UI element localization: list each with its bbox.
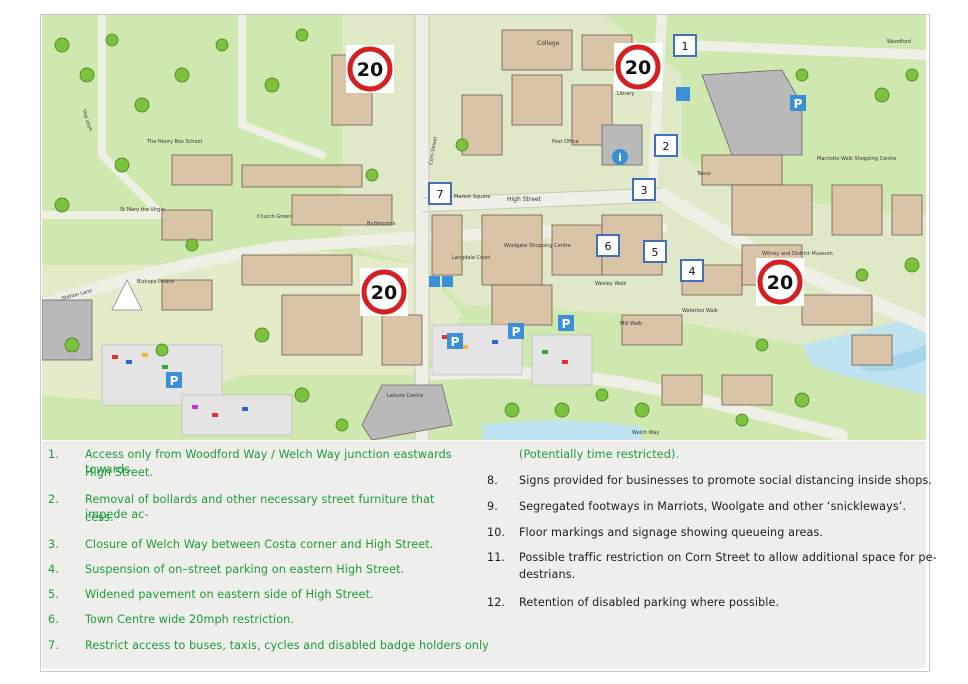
label-wesley-walk: Wesley Walk [595, 281, 626, 287]
svg-text:20: 20 [625, 57, 651, 79]
marker-2[interactable]: 2 [654, 134, 678, 157]
label-bishops-palace: Bishops Palace [137, 279, 174, 285]
svg-text:P: P [512, 325, 521, 339]
svg-text:P: P [170, 374, 179, 388]
parking-icon: P [166, 372, 182, 388]
legend-text: Segregated footways in Marriots, Woolgat… [519, 500, 907, 513]
svg-text:6: 6 [605, 240, 612, 253]
legend-text: (Potentially time restricted). [519, 448, 680, 461]
label-library: Library [617, 91, 635, 97]
label-leisure-centre: Leisure Centre [387, 393, 423, 399]
town-centre-map[interactable]: College Library Woodford The Leys The He… [42, 15, 926, 440]
label-langdale-court: Langdale Court [452, 255, 490, 261]
label-marriotts-walk: Marriotts Walk Shopping Centre [817, 156, 896, 162]
info-icon: i [612, 149, 628, 165]
legend-text-cont: cess. [85, 511, 114, 524]
legend-text: Town Centre wide 20mph restriction. [85, 613, 295, 626]
speed-limit-sign-icon: 20 [346, 45, 394, 93]
marker-5[interactable]: 5 [643, 240, 667, 263]
label-market-square: Market Square [454, 194, 490, 200]
label-woolgate: Woolgate Shopping Centre [504, 243, 571, 249]
legend-number: 3. [48, 538, 59, 551]
legend-text: Floor markings and signage showing queue… [519, 526, 824, 539]
legend-text: Closure of Welch Way between Costa corne… [85, 538, 434, 551]
parking-icon: P [447, 333, 463, 349]
label-henry-box: The Henry Box School [146, 139, 202, 145]
legend-item-2: 2. Removal of bollards and other necessa… [48, 492, 478, 524]
legend-number: 7. [48, 639, 59, 652]
marker-6[interactable]: 6 [596, 234, 620, 257]
label-waterloo-walk: Waterloo Walk [682, 308, 718, 314]
svg-text:3: 3 [641, 184, 648, 197]
svg-text:7: 7 [437, 188, 444, 201]
legend-text: Widened pavement on eastern side of High… [85, 588, 374, 601]
svg-text:P: P [451, 335, 460, 349]
marker-3[interactable]: 3 [632, 178, 656, 201]
speed-limit-sign-icon: 20 [360, 268, 408, 316]
legend-item-1: 1. Access only from Woodford Way / Welch… [48, 447, 478, 479]
marker-4[interactable]: 4 [680, 259, 704, 282]
label-corn-street: Corn Street [428, 136, 439, 165]
legend-item-11: 11. Possible traffic restriction on Corn… [487, 550, 937, 582]
label-museum: Witney and District Museum [762, 251, 833, 257]
legend-number: 11. [487, 551, 506, 564]
label-church-green: Church Green [257, 214, 291, 220]
parking-icon: P [508, 323, 524, 339]
label-college: College [537, 40, 560, 47]
label-woodford: Woodford [887, 39, 911, 45]
label-welch-way: Welch Way [632, 430, 659, 436]
legend-text-cont: High Street. [85, 466, 154, 479]
speed-limit-sign-icon: 20 [614, 43, 662, 91]
legend-number: 6. [48, 613, 59, 626]
legend-number: 2. [48, 493, 59, 506]
svg-text:5: 5 [652, 246, 659, 259]
label-high-street: High Street [507, 196, 542, 203]
map-canvas: College Library Woodford The Leys The He… [42, 15, 926, 440]
svg-text:P: P [562, 317, 571, 331]
svg-text:4: 4 [689, 265, 696, 278]
legend-text: Removal of bollards and other necessary … [85, 493, 435, 521]
legend-number: 12. [487, 596, 506, 609]
legend-number: 8. [487, 474, 498, 487]
label-st-mary: St Mary the Virgin [120, 207, 165, 213]
legend-number: 10. [487, 526, 506, 539]
legend-text: Restrict access to buses, taxis, cycles … [85, 639, 489, 652]
legend-panel: 1. Access only from Woodford Way / Welch… [42, 441, 937, 668]
legend-text: Signs provided for businesses to promote… [519, 474, 933, 487]
svg-text:P: P [794, 97, 803, 111]
parking-icon: P [558, 315, 574, 331]
label-post-office: Post Office [552, 139, 579, 145]
legend-text: Retention of disabled parking where poss… [519, 596, 780, 609]
disabled-access-icon [442, 276, 453, 287]
marker-7[interactable]: 7 [428, 182, 452, 205]
legend-text: Access only from Woodford Way / Welch Wa… [85, 448, 452, 476]
svg-text:2: 2 [663, 140, 670, 153]
legend-number: 1. [48, 448, 59, 461]
svg-text:20: 20 [357, 59, 383, 81]
legend-text-cont: destrians. [519, 568, 576, 581]
legend-number: 9. [487, 500, 498, 513]
svg-text:1: 1 [682, 40, 689, 53]
toilets-icon [429, 276, 440, 287]
svg-text:20: 20 [371, 282, 397, 304]
legend-text: Possible traffic restriction on Corn Str… [519, 551, 937, 564]
label-mill-walk: Mill Walk [620, 321, 642, 327]
label-tesco: Tesco [696, 171, 711, 177]
marker-1[interactable]: 1 [673, 34, 697, 57]
legend-text: Suspension of on–street parking on easte… [85, 563, 405, 576]
parking-icon: P [790, 95, 806, 111]
legend-number: 5. [48, 588, 59, 601]
toilets-icon [676, 87, 690, 101]
legend-number: 4. [48, 563, 59, 576]
speed-limit-sign-icon: 20 [756, 258, 804, 306]
label-buttercross: Buttercross [367, 221, 396, 227]
svg-text:i: i [618, 151, 622, 164]
svg-text:20: 20 [767, 272, 793, 294]
